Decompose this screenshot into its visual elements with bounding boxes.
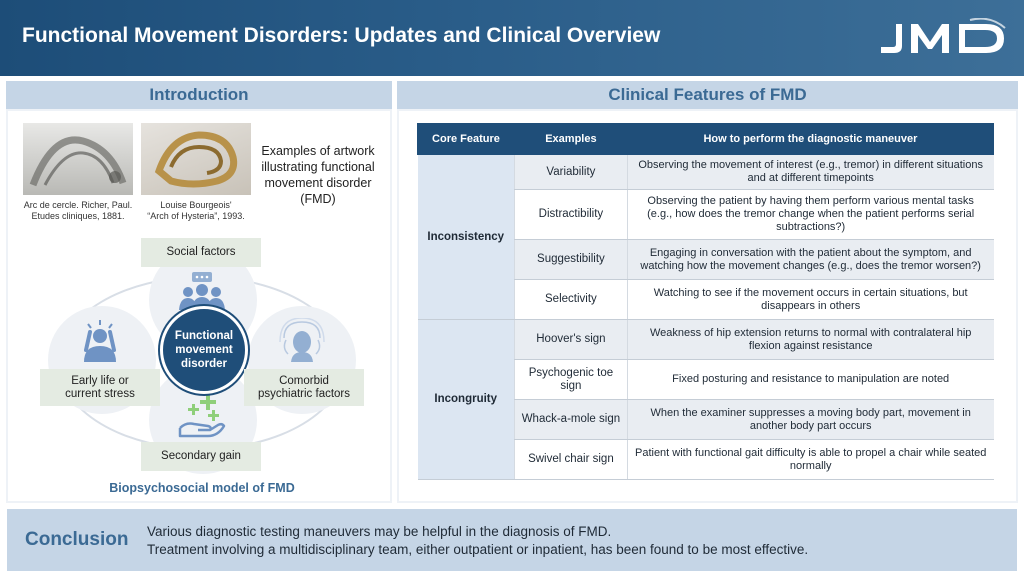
example-cell: Variability (513, 154, 628, 190)
clinical-heading: Clinical Features of FMD (397, 81, 1018, 109)
table-row: Distractibility Observing the patient by… (418, 189, 994, 240)
clinical-features-table: Core Feature Examples How to perform the… (417, 123, 995, 480)
table-row: Whack-a-mole sign When the examiner supp… (418, 399, 994, 440)
maneuver-cell: Weakness of hip extension returns to nor… (626, 319, 994, 360)
example-cell: Psychogenic toe sign (513, 359, 628, 400)
conclusion-line-2: Treatment involving a multidisciplinary … (147, 542, 809, 557)
maneuver-cell: Observing the movement of interest (e.g.… (626, 154, 994, 190)
column-header: Examples (513, 123, 628, 155)
example-cell: Suggestibility (513, 239, 628, 280)
core-feature-incongruity: Incongruity (417, 319, 515, 480)
table-header-row: Core Feature Examples How to perform the… (417, 123, 995, 155)
table-row: Suggestibility Engaging in conversation … (418, 239, 994, 280)
artwork-arc-de-cercle (23, 123, 133, 195)
maneuver-cell: Patient with functional gait difficulty … (626, 439, 994, 480)
conclusion-banner: Conclusion Various diagnostic testing ma… (7, 509, 1017, 571)
maneuver-cell: Observing the patient by having them per… (626, 189, 994, 240)
social-factors-label: Social factors (141, 238, 261, 267)
secondary-gain-label: Secondary gain (141, 442, 261, 471)
conclusion-line-1: Various diagnostic testing maneuvers may… (147, 524, 612, 539)
anxious-head-icon (279, 318, 325, 362)
core-feature-inconsistency: Inconsistency (417, 154, 515, 320)
conclusion-label: Conclusion (25, 529, 129, 550)
conclusion-text: Various diagnostic testing maneuvers may… (147, 523, 808, 559)
model-center: Functional movement disorder (160, 306, 248, 394)
comorbid-label: Comorbid psychiatric factors (244, 369, 364, 406)
table-row: Inconsistency Variability Observing the … (417, 154, 994, 320)
maneuver-cell: Fixed posturing and resistance to manipu… (626, 359, 994, 400)
example-cell: Selectivity (513, 279, 628, 320)
table-row: Psychogenic toe sign Fixed posturing and… (418, 359, 994, 400)
column-header: How to perform the diagnostic maneuver (626, 123, 995, 155)
maneuver-cell: Watching to see if the movement occurs i… (626, 279, 994, 320)
table-row: Incongruity Hoover's sign Weakness of hi… (417, 319, 994, 480)
group-people-icon (179, 272, 225, 310)
header-bar: Functional Movement Disorders: Updates a… (0, 0, 1024, 76)
example-cell: Whack-a-mole sign (513, 399, 628, 440)
example-cell: Swivel chair sign (513, 439, 628, 480)
maneuver-cell: Engaging in conversation with the patien… (626, 239, 994, 280)
artwork-caption-2: Louise Bourgeois' “Arch of Hysteria”, 19… (147, 200, 245, 221)
artwork-arch-of-hysteria (141, 123, 251, 195)
jmd-logo (881, 18, 1006, 53)
stressed-person-icon (84, 320, 116, 362)
column-header: Core Feature (417, 123, 515, 155)
hand-plus-icon (178, 394, 226, 438)
table-row: Swivel chair sign Patient with functiona… (418, 439, 994, 480)
introduction-heading: Introduction (6, 81, 392, 109)
early-life-label: Early life or current stress (40, 369, 160, 406)
table-row: Selectivity Watching to see if the movem… (418, 279, 994, 320)
page-title: Functional Movement Disorders: Updates a… (22, 24, 661, 47)
artwork-note: Examples of artwork illustrating functio… (261, 144, 375, 206)
model-title: Biopsychosocial model of FMD (109, 481, 295, 495)
maneuver-cell: When the examiner suppresses a moving bo… (626, 399, 994, 440)
artwork-caption-1: Arc de cercle. Richer, Paul. Etudes clin… (23, 200, 133, 221)
example-cell: Distractibility (513, 189, 628, 240)
example-cell: Hoover's sign (513, 319, 628, 360)
